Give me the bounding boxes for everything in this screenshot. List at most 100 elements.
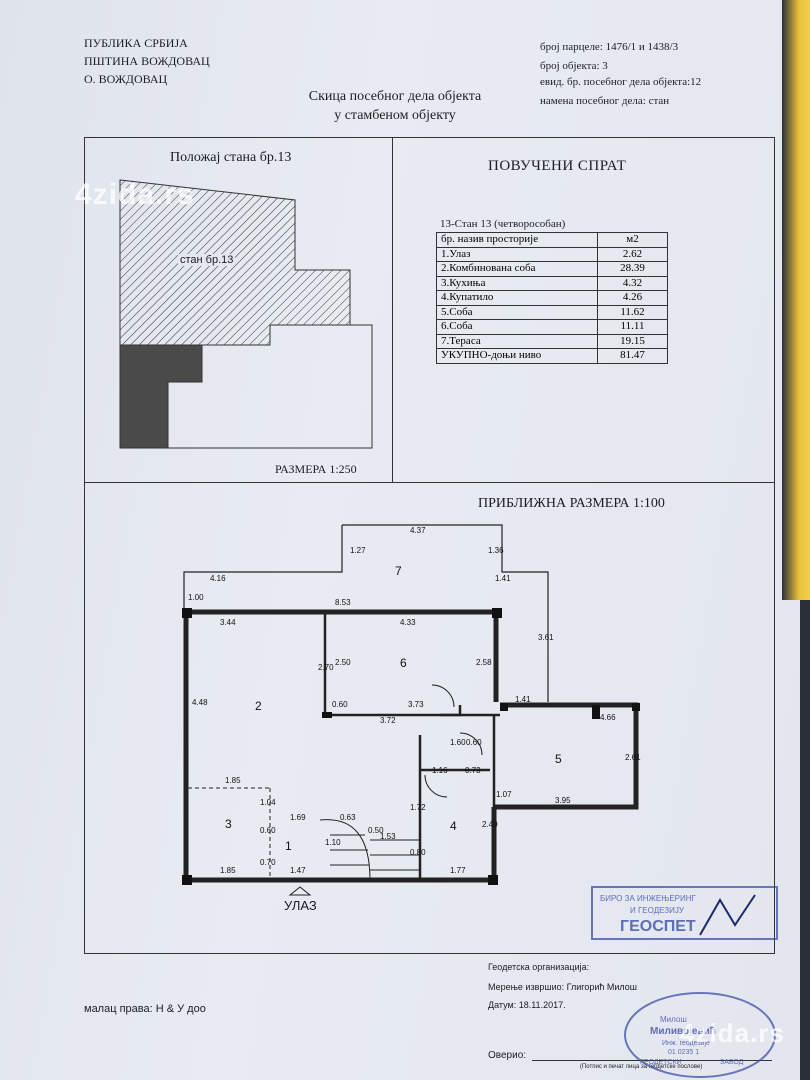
svg-text:4.37: 4.37 [410, 526, 426, 535]
svg-text:ЗАВОД: ЗАВОД [720, 1059, 744, 1066]
svg-text:2.70: 2.70 [318, 663, 334, 672]
page-subtitle: у стамбеном објекту [334, 108, 456, 123]
room-label-5: 5 [555, 752, 562, 766]
background-edge [782, 0, 810, 600]
svg-text:1.69: 1.69 [290, 813, 306, 822]
stair-curve [319, 819, 371, 881]
svg-text:4.48: 4.48 [192, 698, 208, 707]
svg-text:ГЕОСПЕТ: ГЕОСПЕТ [620, 918, 696, 935]
stamp-round: Милош Миливојевић Инж. геодезије 01 0235… [624, 992, 776, 1078]
svg-text:0.73: 0.73 [465, 766, 481, 775]
position-title: Положај стана бр.13 [170, 150, 292, 165]
svg-text:1.72: 1.72 [410, 803, 426, 812]
watermark-2: 4zida.rs [680, 1018, 785, 1048]
total-label: УКУПНО-доњи ниво [436, 348, 598, 364]
svg-text:Инж. геодезије: Инж. геодезије [662, 1040, 710, 1047]
svg-text:4.16: 4.16 [210, 574, 226, 583]
svg-text:1.10: 1.10 [325, 838, 341, 847]
room-area: 19.15 [597, 333, 668, 349]
drawing-frame [84, 137, 775, 954]
survey-date: Датум: 18.11.2017. [488, 1000, 566, 1010]
svg-text:1.47: 1.47 [290, 866, 306, 875]
svg-text:0.80: 0.80 [410, 848, 426, 857]
room-label-1: 1 [285, 839, 292, 853]
svg-text:1.41: 1.41 [515, 695, 531, 704]
plan-scale: ПРИБЛИЖНА РАЗМЕРА 1:100 [478, 496, 665, 511]
stamp-rect: БИРО ЗА ИНЖЕЊЕРИНГ И ГЕОДЕЗИЈУ ГЕОСПЕТ [591, 886, 778, 940]
room-label-3: 3 [225, 817, 232, 831]
header-left-line-1: ПУБЛИКА СРБИЈА [84, 36, 188, 50]
table-caption: 13-Стан 13 (четворособан) [440, 218, 566, 230]
svg-text:1.07: 1.07 [496, 790, 512, 799]
room-name: 1.Улаз [436, 246, 598, 262]
room6-wall [323, 612, 462, 717]
svg-text:1.04: 1.04 [260, 798, 276, 807]
svg-text:3.44: 3.44 [220, 618, 236, 627]
svg-text:01 0235 1: 01 0235 1 [668, 1049, 699, 1056]
col-header-area: м2 [597, 232, 668, 248]
svg-text:0.60: 0.60 [466, 738, 482, 747]
svg-text:3.61: 3.61 [538, 633, 554, 642]
total-area: 81.47 [597, 348, 668, 364]
room-name: 4.Купатило [436, 290, 598, 306]
svg-text:Миливојевић: Миливојевић [650, 1025, 716, 1037]
room-name: 7.Тераса [436, 333, 598, 349]
room-area: 4.32 [597, 275, 668, 291]
header-left-line-3: О. ВОЖДОВАЦ [84, 72, 168, 86]
room-area: 11.62 [597, 304, 668, 320]
svg-text:1.16: 1.16 [432, 766, 448, 775]
svg-text:1.27: 1.27 [350, 546, 366, 555]
svg-text:2.58: 2.58 [476, 658, 492, 667]
svg-text:Милош: Милош [660, 1015, 687, 1024]
svg-text:2.50: 2.50 [335, 658, 351, 667]
frame-divider-v [392, 137, 393, 482]
signature-scribble [699, 894, 756, 936]
room-name: 6.Соба [436, 319, 598, 335]
room-area: 2.62 [597, 246, 668, 262]
room-name: 5.Соба [436, 304, 598, 320]
signature-line [532, 1060, 772, 1061]
svg-text:1.00: 1.00 [188, 593, 204, 602]
svg-text:ГЕОДЕТСКИ: ГЕОДЕТСКИ [640, 1059, 682, 1066]
entrance-arrow [288, 886, 312, 896]
certified-label: Оверио: [488, 1050, 527, 1061]
svg-text:1.36: 1.36 [488, 546, 504, 555]
svg-text:4.66: 4.66 [600, 713, 616, 722]
svg-text:0.70: 0.70 [260, 858, 276, 867]
col-header-room: бр. назив просторије [436, 232, 598, 248]
position-scale: РАЗМЕРА 1:250 [275, 462, 357, 476]
svg-text:0.60: 0.60 [332, 700, 348, 709]
terrace-outline [342, 524, 549, 702]
floor-title: ПОВУЧЕНИ СПРАТ [488, 158, 627, 174]
room-area: 11.11 [597, 319, 668, 335]
door-swing [431, 684, 455, 708]
page-title: Скица посебног дела објекта [308, 89, 482, 104]
svg-text:БИРО ЗА ИНЖЕЊЕРИНГ: БИРО ЗА ИНЖЕЊЕРИНГ [600, 894, 697, 903]
svg-text:8.53: 8.53 [335, 598, 351, 607]
svg-text:0.60: 0.60 [260, 826, 276, 835]
terrace-outline-left [183, 525, 343, 610]
svg-text:3.73: 3.73 [408, 700, 424, 709]
room-label-6: 6 [400, 656, 407, 670]
svg-text:1.60: 1.60 [450, 738, 466, 747]
entrance-label: УЛАЗ [284, 898, 317, 913]
room-area: 28.39 [597, 261, 668, 277]
surveyed-by: Мерење извршио: Глигорић Милош [488, 982, 638, 992]
room-name: 3.Кухиња [436, 275, 598, 291]
signature-note: (Потпис и печат лица за геодетске послов… [580, 1064, 703, 1070]
survey-org: Геодетска организација: [488, 962, 590, 972]
svg-text:4.33: 4.33 [400, 618, 416, 627]
room-label-2: 2 [255, 699, 262, 713]
watermark-1: 4zida.rs [75, 178, 195, 211]
room-label-4: 4 [450, 819, 457, 833]
svg-text:2.61: 2.61 [625, 753, 641, 762]
room-area: 4.26 [597, 290, 668, 306]
